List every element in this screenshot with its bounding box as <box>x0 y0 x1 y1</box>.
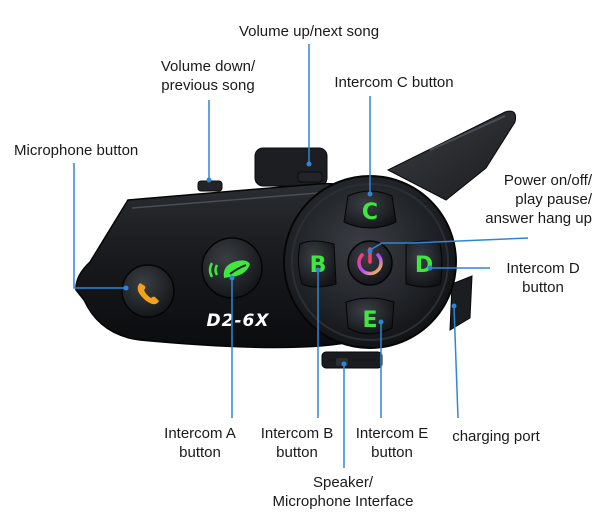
intercom-b-letter: B <box>310 253 327 278</box>
microphone-button[interactable] <box>121 264 175 318</box>
label-charging: charging port <box>452 428 540 445</box>
volume-down-button[interactable] <box>197 180 223 192</box>
label-microphone: Microphone button <box>14 142 139 159</box>
intercom-wave-icon <box>208 260 250 278</box>
model-name: D2-6X <box>207 311 270 331</box>
volume-up-button[interactable] <box>297 171 323 183</box>
charging-port[interactable] <box>449 275 473 331</box>
leader-dots <box>123 161 457 367</box>
leader-power <box>369 237 529 251</box>
label-power: Power on/off/ play pause/ answer hang up <box>485 172 592 227</box>
intercom-d-letter: D <box>415 253 433 278</box>
leader-microphone <box>73 163 124 289</box>
intercom-c-button[interactable]: C <box>343 190 397 229</box>
intercom-b-button[interactable]: B <box>297 240 337 288</box>
intercom-d-button[interactable]: D <box>405 240 443 288</box>
leader-lines <box>73 44 529 468</box>
label-intercom-c: Intercom C button <box>334 74 454 91</box>
speaker-port[interactable] <box>321 351 383 369</box>
body-highlight <box>131 192 319 209</box>
leader-charging <box>453 305 459 419</box>
label-volume-up: Volume up/next song <box>238 23 380 40</box>
intercom-e-button[interactable]: E <box>345 297 395 335</box>
phone-icon <box>137 283 159 305</box>
label-intercom-d: Intercom D button <box>506 260 580 296</box>
label-volume-down: Volume down/ previous song <box>160 58 256 94</box>
label-intercom-e: Intercom E button <box>355 425 429 461</box>
intercom-e-letter: E <box>362 308 377 333</box>
intercom-c-letter: C <box>362 200 378 225</box>
label-intercom-b: Intercom B button <box>260 425 334 461</box>
boom-fin <box>386 110 516 201</box>
label-speaker: Speaker/ Microphone Interface <box>272 474 414 510</box>
boom-fin-edge <box>429 115 506 151</box>
label-intercom-a: Intercom A button <box>164 425 236 461</box>
